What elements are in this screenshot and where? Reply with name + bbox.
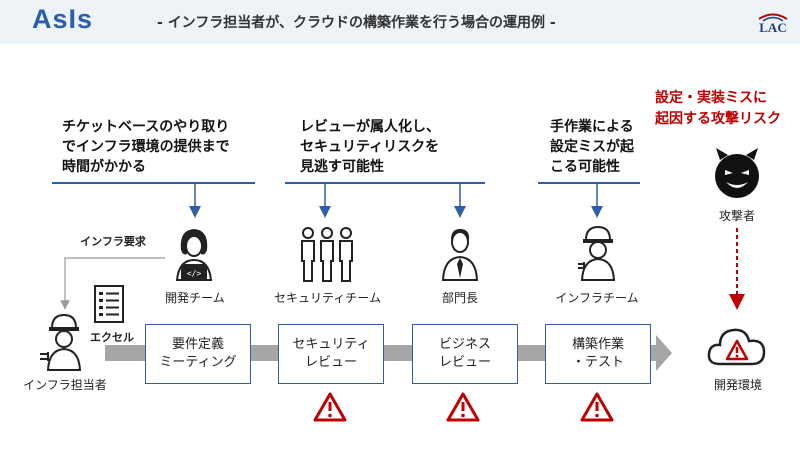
- issue-bracket-manual: [538, 182, 640, 184]
- excel-document-icon: [94, 285, 124, 323]
- dev-env-label: 開発環境: [713, 378, 762, 392]
- issue-text-manual: 手作業による 設定ミスが起 こる可能性: [550, 119, 634, 175]
- team-group-icon: [301, 227, 353, 282]
- page-title: AsIs: [32, 4, 94, 34]
- header-bar: [0, 0, 800, 44]
- warning-icon-business-review: [446, 392, 480, 422]
- infra-owner-icon: [40, 313, 82, 371]
- infra-engineer-icon: [578, 225, 616, 281]
- manager-label: 部門長: [441, 291, 478, 305]
- step-security-review: セキュリティ レビュー: [278, 324, 384, 384]
- attacker-devil-icon: [715, 148, 759, 198]
- warning-icon-build-test: [580, 392, 614, 422]
- issue-bracket-review: [285, 182, 485, 184]
- step-build-and-test: 構築作業 ・テスト: [545, 324, 651, 384]
- infra-owner-label: インフラ担当者: [23, 378, 107, 392]
- lac-logo-icon: [758, 13, 788, 22]
- issue-bracket-ticket: [52, 182, 255, 184]
- issue-text-review: レビューが属人化し、 セキュリティリスクを 見逃す可能性: [300, 119, 440, 175]
- attacker-label: 攻撃者: [718, 209, 755, 223]
- excel-label: エクセル: [90, 331, 134, 344]
- developer-icon: </>: [175, 229, 213, 281]
- infra-request-label: インフラ要求: [80, 235, 146, 248]
- logo-text: LAC: [759, 20, 787, 35]
- warning-icon-security-review: [313, 392, 347, 422]
- dev-team-label: 開発チーム: [165, 291, 225, 305]
- step-requirements-meeting: 要件定義 ミーティング: [145, 324, 251, 384]
- infra-team-label: インフラチーム: [555, 291, 639, 305]
- step-business-review: ビジネス レビュー: [412, 324, 518, 384]
- issue-text-ticket: チケットベースのやり取り でインフラ環境の提供まで 時間がかかる: [62, 119, 230, 175]
- manager-icon: [441, 229, 479, 281]
- page-subtitle: - インフラ担当者が、クラウドの構築作業を行う場合の運用例 -: [157, 15, 556, 31]
- security-team-label: セキュリティチーム: [274, 291, 381, 305]
- svg-text:</>: </>: [187, 269, 202, 278]
- cloud-warning-icon: [707, 328, 766, 366]
- attack-risk-note: 設定・実装ミスに 起因する攻撃リスク: [655, 90, 781, 127]
